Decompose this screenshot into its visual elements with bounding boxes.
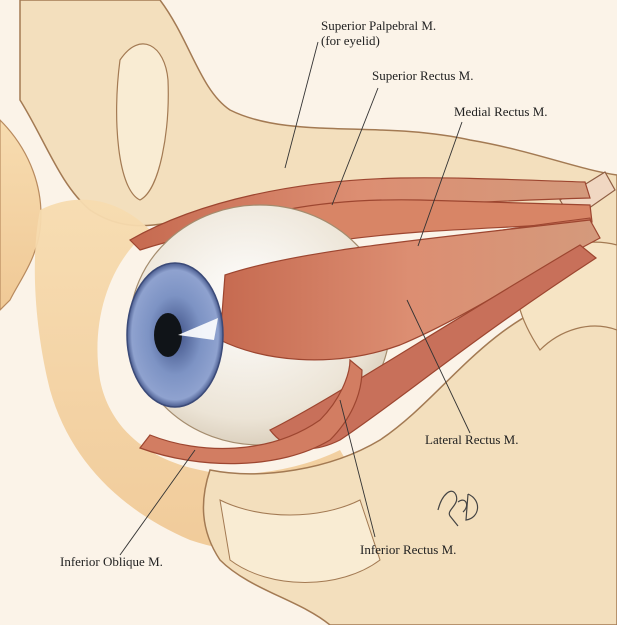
leader-lines xyxy=(119,41,471,556)
leader-lateral-rectus xyxy=(406,299,471,434)
label-medial-rectus: Medial Rectus M. xyxy=(454,104,548,119)
leader-superior-rectus xyxy=(331,87,379,206)
label-inferior-oblique: Inferior Oblique M. xyxy=(60,554,163,569)
leader-medial-rectus xyxy=(417,121,463,247)
orbit-soft-tissue xyxy=(34,199,380,554)
label-superior-rectus: Superior Rectus M. xyxy=(372,68,474,83)
inferior-oblique-muscle xyxy=(139,358,363,465)
leader-inferior-oblique xyxy=(119,449,196,556)
leader-superior-palpebral xyxy=(284,41,319,169)
maxillary-bone xyxy=(219,499,381,583)
leader-inferior-rectus xyxy=(339,399,376,538)
corneal-highlight xyxy=(178,318,218,340)
pupil xyxy=(154,313,182,357)
label-lateral-rectus: Lateral Rectus M. xyxy=(425,432,519,447)
artist-signature xyxy=(437,490,479,527)
label-superior-palpebral-note: (for eyelid) xyxy=(321,33,380,48)
label-superior-palpebral: Superior Palpebral M. xyxy=(321,18,437,33)
label-inferior-rectus: Inferior Rectus M. xyxy=(360,542,457,557)
frontal-sinus xyxy=(116,43,169,201)
